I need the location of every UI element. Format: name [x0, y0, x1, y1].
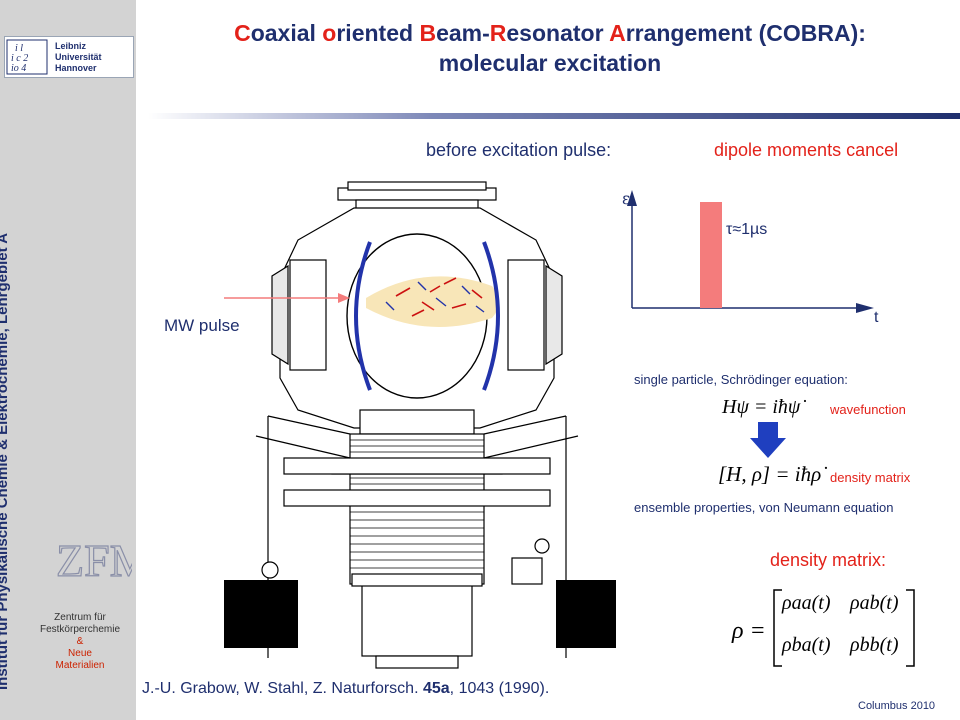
- logo-line-1: Leibniz: [55, 41, 86, 51]
- luh-logo-mark: i l i c 2 io 4: [6, 39, 48, 75]
- matrix-entry-aa: ρaa(t): [782, 592, 831, 614]
- rho-symbol: ρ =: [732, 618, 766, 644]
- excitation-pulse-bar: [700, 202, 722, 308]
- slide-subtitle: molecular excitation: [438, 50, 662, 76]
- zfm-line-1: Zentrum für: [54, 612, 106, 623]
- x-arrowhead: [856, 303, 874, 313]
- von-neumann-equation: [H, ρ] = iħρ̇: [718, 462, 822, 486]
- zfm-line-5: Materialien: [55, 660, 105, 671]
- title-underline: [148, 113, 960, 119]
- zfm-line-4: Neue: [68, 648, 92, 659]
- institute-name: Institut für Physikalische Chemie & Elek…: [0, 233, 11, 690]
- matrix-entry-ba: ρba(t): [782, 634, 831, 656]
- y-axis-symbol: ε: [622, 189, 630, 208]
- zfm-line-3: &: [76, 636, 84, 647]
- zfm-caption: Zentrum für Festkörperchemie & Neue Mate…: [30, 612, 130, 672]
- pulse-plot: ε t τ≈1µs: [622, 189, 879, 326]
- pulse-duration-label: τ≈1µs: [726, 221, 767, 238]
- single-particle-label: single particle, Schrödinger equation:: [634, 372, 848, 387]
- right-support-block: [556, 580, 616, 648]
- zfm-line-2: Festkörperchemie: [39, 624, 121, 635]
- mw-pulse-label: MW pulse: [164, 316, 240, 335]
- logo-line-2: Universität: [55, 52, 102, 62]
- zfm-logo-text: ZFM: [56, 535, 132, 586]
- dipole-arrows: [395, 277, 483, 317]
- svg-text:i l: i l: [15, 43, 23, 54]
- mw-pulse-arrow: [224, 293, 350, 303]
- header-dipole: dipole moments cancel: [714, 140, 899, 160]
- slide-title: Coaxial oriented Beam-Resonator Arrangem…: [140, 18, 960, 78]
- density-matrix-label: density matrix: [830, 470, 911, 485]
- down-arrow: [750, 422, 786, 458]
- svg-text:i c 2: i c 2: [11, 53, 28, 64]
- logo-line-3: Hannover: [55, 63, 97, 73]
- university-logo: i l i c 2 io 4 Leibniz Universität Hanno…: [4, 36, 134, 78]
- footer-text: Columbus 2010: [858, 700, 936, 712]
- matrix-brackets: [773, 589, 915, 667]
- density-matrix-heading: density matrix:: [770, 550, 887, 570]
- ensemble-label: ensemble properties, von Neumann equatio…: [634, 500, 894, 515]
- sidebar: [0, 0, 136, 720]
- cobra-apparatus-drawing: [224, 181, 616, 669]
- citation: J.-U. Grabow, W. Stahl, Z. Naturforsch. …: [142, 680, 550, 697]
- y-arrowhead: [627, 190, 637, 206]
- wavefunction-label: wavefunction: [830, 402, 906, 417]
- right-mirror: [482, 241, 500, 391]
- svg-text:io 4: io 4: [11, 63, 26, 74]
- left-support-block: [224, 580, 298, 648]
- matrix-entry-bb: ρbb(t): [850, 634, 899, 656]
- zfm-logo: ZFM: [55, 534, 132, 586]
- pump-body: [349, 433, 485, 585]
- matrix-entry-ab: ρab(t): [850, 592, 899, 614]
- x-axis-symbol: t: [874, 309, 879, 326]
- schrodinger-equation: Hψ = iħψ̇: [722, 396, 801, 418]
- header-before: before excitation pulse:: [426, 140, 612, 160]
- left-mirror: [354, 241, 372, 391]
